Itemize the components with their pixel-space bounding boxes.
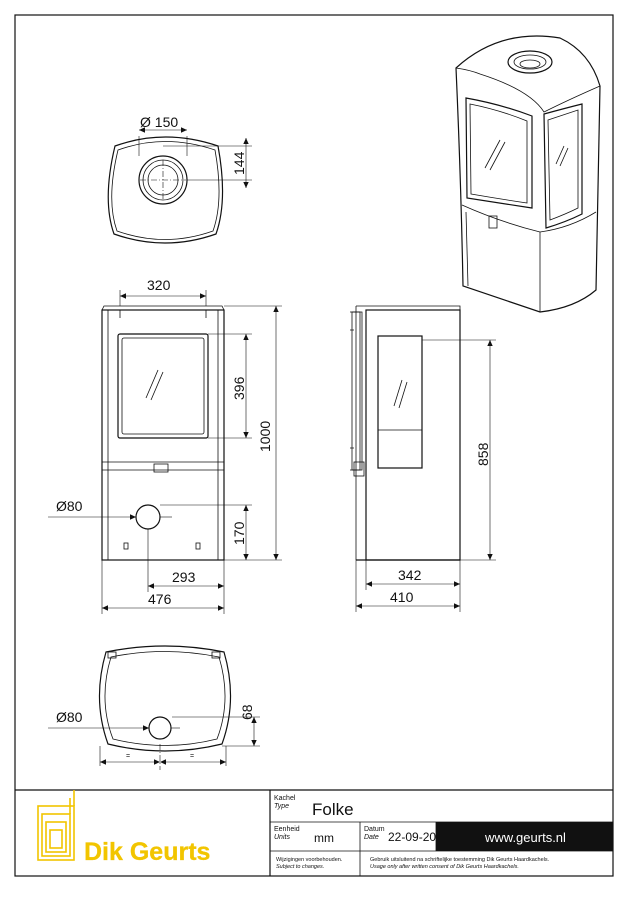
date-value: 22-09-20 — [388, 830, 436, 844]
title-block — [15, 789, 613, 876]
flue-offset-dim: 144 — [231, 151, 247, 175]
type-label-en: Type — [274, 803, 289, 810]
website-banner — [436, 822, 613, 851]
top-view — [107, 127, 252, 244]
unit-label-en: Units — [274, 834, 290, 841]
type-label-nl: Kachel — [274, 795, 296, 802]
unit-value: mm — [314, 831, 334, 845]
perspective-view — [455, 35, 601, 313]
glass-height-dim: 396 — [231, 376, 247, 400]
outlet-height-dim: 170 — [231, 521, 247, 545]
flue-diameter-dim: Ø 150 — [140, 114, 178, 130]
front-view — [48, 290, 282, 614]
changes-note-nl: Wijzigingen voorbehouden. — [276, 857, 343, 863]
date-label-nl: Datum — [364, 826, 385, 833]
consent-note-nl: Gebruik uitsluitend na schriftelijke toe… — [370, 857, 550, 863]
svg-text:=: = — [126, 753, 130, 760]
front-width-dim: 476 — [148, 591, 172, 607]
side-depth-dim: 410 — [390, 589, 414, 605]
logo-mark — [37, 790, 75, 861]
outlet-offset-dim: 293 — [172, 569, 196, 585]
sheet-border — [14, 14, 614, 877]
company-logo-text: Dik Geurts — [84, 838, 210, 866]
side-depth-inner-dim: 342 — [398, 567, 422, 583]
svg-text:=: = — [190, 753, 194, 760]
bottom-view: = = — [48, 645, 260, 770]
website-link[interactable]: www.geurts.nl — [484, 830, 566, 845]
bottom-outlet-dim: Ø80 — [56, 709, 83, 725]
height-858-dim: 858 — [475, 442, 491, 466]
top-width-dim: 320 — [147, 277, 171, 293]
consent-note-en: Usage only after written consent of Dik … — [370, 864, 519, 870]
unit-label-nl: Eenheid — [274, 826, 300, 833]
total-height-dim: 1000 — [257, 421, 273, 452]
rear-outlet-dim: Ø80 — [56, 498, 83, 514]
product-name: Folke — [312, 800, 354, 819]
changes-note-en: Subject to changes. — [276, 864, 324, 870]
date-label-en: Date — [364, 834, 379, 841]
bottom-outlet-offset-dim: 68 — [239, 704, 255, 720]
side-view — [350, 305, 496, 612]
